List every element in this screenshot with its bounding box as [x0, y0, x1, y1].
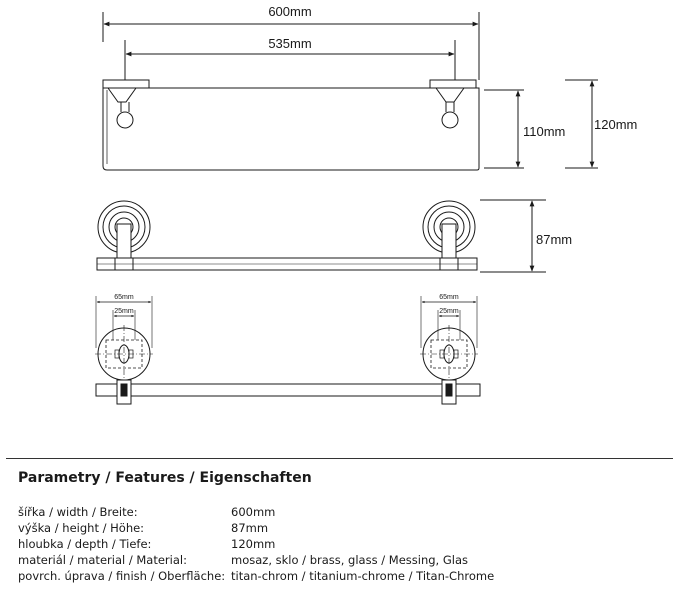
- front-view: [96, 199, 546, 273]
- feature-row: hloubka / depth / Tiefe: 120mm: [18, 536, 678, 552]
- width-label: 600mm: [268, 4, 311, 19]
- feature-value: titan-chrom / titanium-chrome / Titan-Ch…: [231, 569, 495, 583]
- right-bracket-knob: [441, 111, 459, 129]
- total-height-label: 120mm: [594, 117, 637, 132]
- feature-value: 120mm: [231, 537, 276, 551]
- mounting-view: [95, 296, 481, 405]
- feature-value: 600mm: [231, 505, 276, 519]
- feature-row: výška / height / Höhe: 87mm: [18, 520, 678, 536]
- technical-drawing: 600mm 535mm 110mm 120mm 87mm: [95, 4, 637, 405]
- feature-value: 87mm: [231, 521, 269, 535]
- glass-plate-top: [102, 87, 480, 171]
- glass-height-label: 110mm: [523, 124, 565, 139]
- left-bracket-plate: [102, 79, 150, 89]
- feature-row: povrch. úprava / finish / Oberfläche: tit…: [18, 568, 678, 584]
- feature-label: povrch. úprava / finish / Oberfläche:: [18, 569, 226, 583]
- right-rosette-label: 65mm: [439, 294, 459, 301]
- feature-row: šířka / width / Breite: 600mm: [18, 504, 678, 520]
- left-rosette-label: 65mm: [114, 294, 134, 301]
- feature-value: mosaz, sklo / brass, glass / Messing, Gl…: [231, 553, 468, 567]
- feature-label: hloubka / depth / Tiefe:: [18, 537, 152, 551]
- features-heading: Parametry / Features / Eigenschaften: [18, 470, 312, 486]
- feature-label: výška / height / Höhe:: [18, 521, 145, 535]
- feature-row: materiál / material / Material: mosaz, sk…: [18, 552, 678, 568]
- right-bracket-plate: [429, 79, 477, 89]
- feature-label: materiál / material / Material:: [18, 553, 187, 567]
- right-slot-label: 25mm: [439, 308, 459, 315]
- left-bracket-knob: [116, 111, 134, 129]
- spacing-label: 535mm: [268, 36, 311, 51]
- feature-label: šířka / width / Breite:: [18, 505, 138, 519]
- front-height-label: 87mm: [536, 232, 572, 247]
- top-view: [102, 12, 598, 171]
- left-slot-label: 25mm: [114, 308, 134, 315]
- section-divider: [6, 458, 673, 459]
- glass-plate-mount: [95, 383, 481, 397]
